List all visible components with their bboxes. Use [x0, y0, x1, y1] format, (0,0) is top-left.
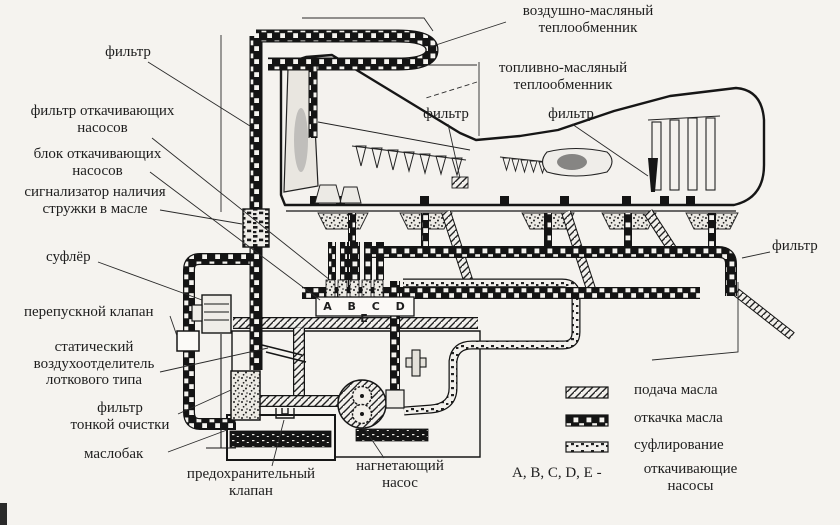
pressure-pump-gears	[337, 379, 387, 429]
label-scavenge-pump-block: блок откачивающих насосов	[33, 146, 162, 179]
bypass-valve-box	[176, 330, 200, 352]
components	[176, 208, 427, 449]
accessory-housing	[226, 330, 481, 461]
pump-letters: A B C D E	[323, 300, 411, 326]
label-fine-filter: фильтр тонкой очистки	[70, 400, 170, 433]
valve-bolt	[405, 349, 427, 377]
legend-label-oil-scavenge: откачка масла	[634, 410, 723, 426]
label-bypass-valve: перепускной клапан	[24, 304, 154, 320]
engine-cross-section	[279, 53, 766, 230]
label-chip-detector: сигнализатор наличия стружки в масле	[24, 184, 166, 217]
inner-filter-element	[648, 158, 658, 192]
scan-smudge	[0, 503, 7, 525]
air-separator-slats	[261, 344, 307, 363]
leader-lines	[97, 17, 771, 467]
oil-sumps	[317, 212, 739, 230]
legend-pumps-key: A, B, C, D, E -	[512, 465, 602, 481]
label-breather: суфлёр	[46, 249, 91, 265]
fine-filter-box	[230, 370, 261, 421]
engine-mount-struts	[441, 209, 795, 340]
oil-supply-piping	[233, 317, 478, 407]
compressor-blades-small	[499, 156, 549, 175]
combustor	[541, 147, 613, 177]
label-filter-top: фильтр	[105, 44, 151, 60]
legend-swatch-scavenge	[565, 414, 609, 427]
label-filter-right: фильтр	[772, 238, 818, 254]
label-air-separator: статический воздухоотделитель лоткового …	[33, 339, 155, 388]
legend-label-oil-supply: подача масла	[634, 382, 718, 398]
safety-valve-symbol	[275, 408, 295, 419]
oil-tank-oil-level	[229, 430, 332, 448]
label-oil-tank: маслобак	[84, 446, 144, 462]
legend-swatch-supply	[565, 386, 609, 399]
label-filter-mid-right: фильтр	[548, 106, 594, 122]
label-scavenge-pump-filter: фильтр откачивающих насосов	[30, 103, 175, 136]
legend-pumps-label: откачивающие насосы	[643, 461, 738, 494]
compressor-blades	[351, 145, 467, 177]
legend-label-breather: суфлирование	[634, 437, 724, 453]
label-filter-mid-left: фильтр	[423, 106, 469, 122]
breather-piping	[403, 278, 581, 416]
turbine-blades	[647, 115, 721, 191]
breather-unit	[191, 294, 236, 449]
legend-swatch-breather	[565, 441, 609, 453]
label-safety-valve: предохранительный клапан	[186, 466, 316, 499]
legend-swatches	[565, 386, 609, 453]
oil-scavenge-piping	[183, 29, 737, 430]
label-fuel-oil-heat-exchanger: топливно-масляный теплообменник	[498, 60, 628, 93]
label-pressure-pump: нагнетающий насос	[356, 458, 444, 491]
label-air-oil-heat-exchanger: воздушно-масляный теплообменник	[522, 3, 654, 36]
scavenge-pump-block	[315, 279, 415, 317]
